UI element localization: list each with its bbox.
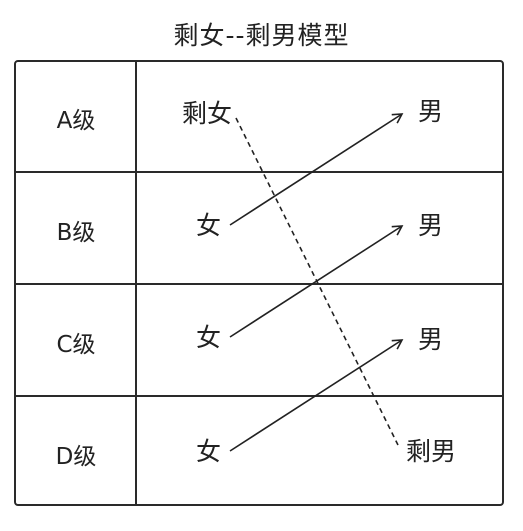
- match-arrow-d-to-c: [229, 339, 404, 452]
- grade-label-c: C级: [56, 332, 96, 358]
- grade-label-d: D级: [55, 444, 97, 470]
- node-man-c: 男: [418, 325, 444, 354]
- node-man-b: 男: [418, 211, 444, 240]
- grade-label-b: B级: [56, 220, 96, 246]
- match-arrow-b-to-a: [229, 113, 404, 226]
- grade-label-a: A级: [56, 108, 96, 134]
- node-leftover-man: 剩男: [406, 437, 457, 466]
- node-leftover-woman: 剩女: [182, 99, 233, 128]
- leftover-dashed-line: [235, 117, 399, 446]
- node-woman-b: 女: [196, 211, 222, 240]
- match-arrow-c-to-b: [229, 225, 404, 338]
- node-man-a: 男: [418, 97, 444, 126]
- node-woman-c: 女: [196, 323, 222, 352]
- diagram-title: 剩女--剩男模型: [173, 21, 350, 50]
- node-woman-d: 女: [196, 437, 222, 466]
